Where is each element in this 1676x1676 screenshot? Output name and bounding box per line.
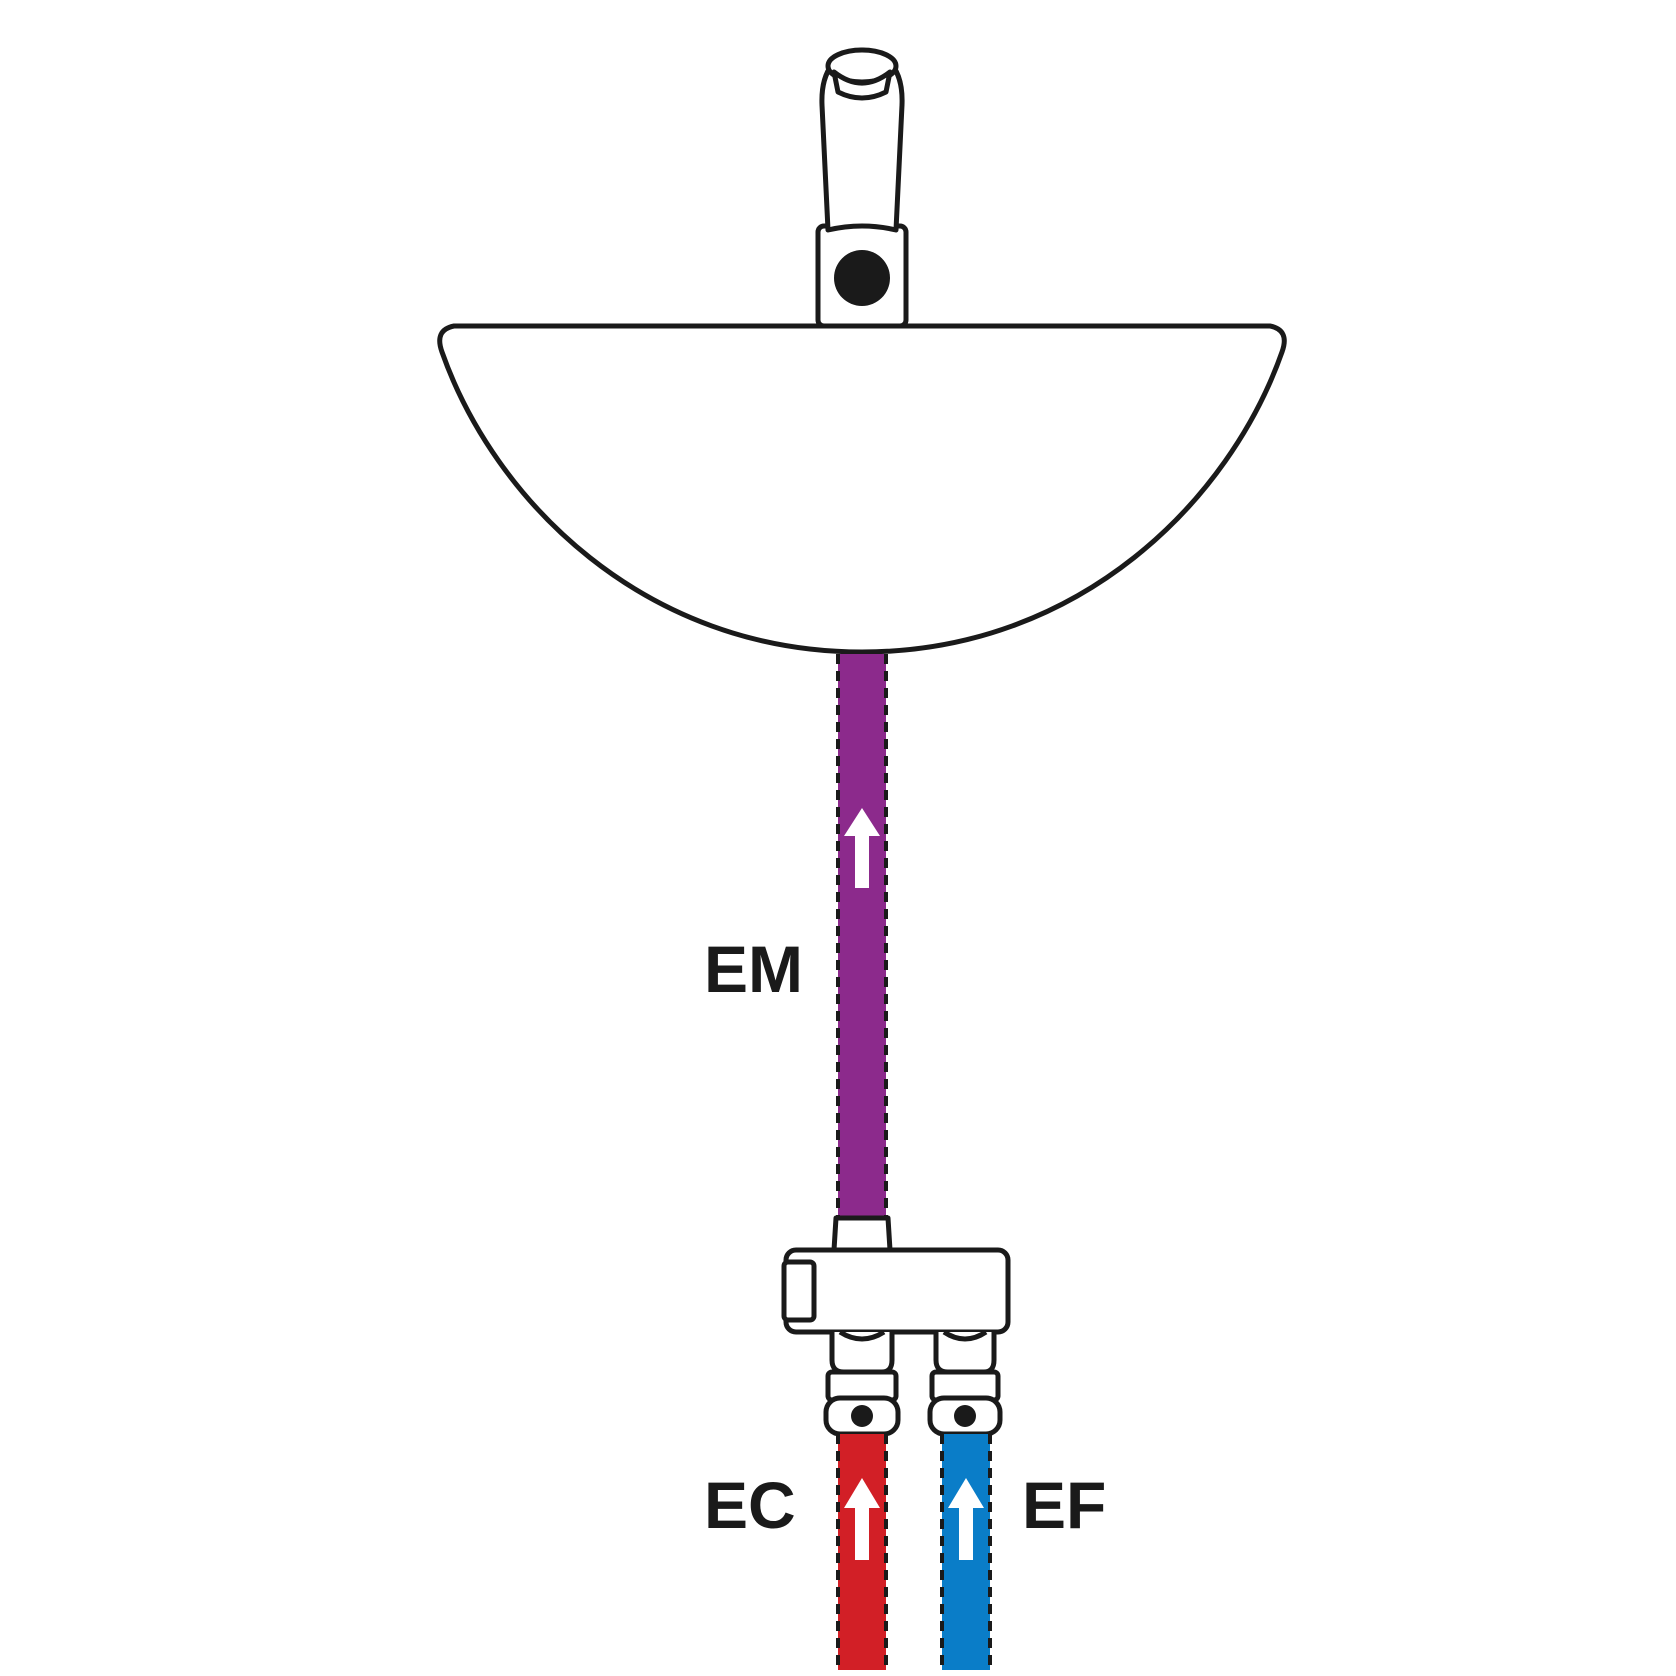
arrow-up-icon bbox=[844, 808, 880, 888]
arrow-up-icon bbox=[948, 1478, 984, 1560]
mixing-valve-icon bbox=[781, 1215, 1011, 1437]
label-cold: EF bbox=[1022, 1468, 1106, 1542]
faucet-icon bbox=[815, 47, 909, 329]
arrow-up-icon bbox=[844, 1478, 880, 1560]
hot-pipe bbox=[836, 1434, 888, 1670]
label-mixed: EM bbox=[704, 932, 803, 1006]
faucet-sensor-icon bbox=[834, 250, 890, 306]
basin-icon bbox=[437, 323, 1287, 655]
mixed-pipe bbox=[836, 654, 888, 1220]
label-hot: EC bbox=[704, 1468, 796, 1542]
mixed-pipe-fill bbox=[838, 654, 886, 1220]
faucet-cap-shade bbox=[831, 69, 893, 101]
cold-pipe bbox=[940, 1434, 992, 1670]
